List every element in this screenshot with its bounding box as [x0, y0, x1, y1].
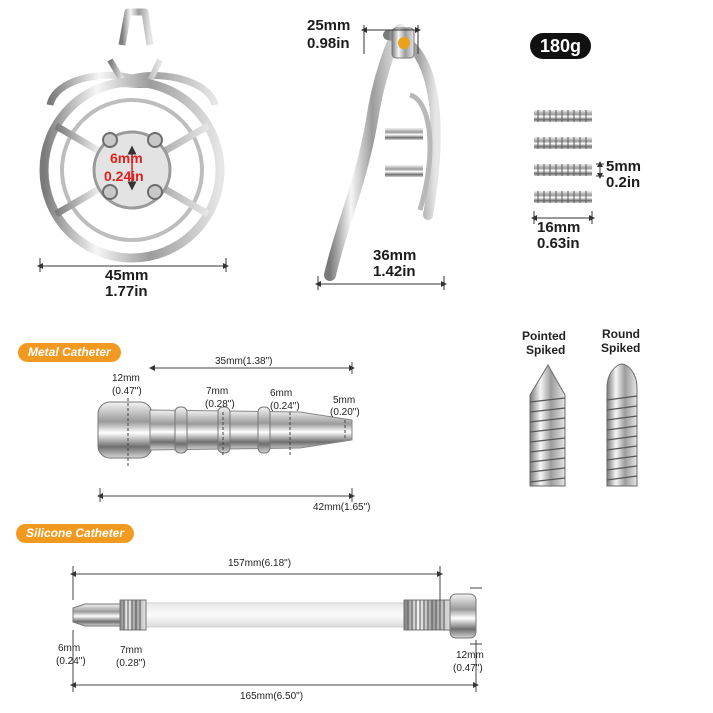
screw-length-mm: 16mm [537, 219, 581, 236]
silicone-catheter-tag: Silicone Catheter [16, 524, 135, 543]
metal-total-length: 42mm(1.65") [313, 502, 371, 513]
tips-view [529, 363, 638, 487]
silicone-head-diameter: 12mm [456, 650, 484, 661]
top-dimension-mm: 25mm [307, 17, 351, 34]
metal-body-diameter-in: (0.24") [270, 401, 300, 412]
silicone-inner-length: 157mm(6.18") [228, 558, 292, 569]
screw-pitch-in: 0.2in [606, 174, 641, 191]
silicone-tip-diameter-in: (0.24") [56, 656, 86, 667]
screw-length-in: 0.63in [537, 235, 580, 252]
screws-view [531, 110, 604, 224]
cage-width-mm: 45mm [105, 267, 149, 284]
silicone-head-diameter-in: (0.47") [453, 663, 483, 674]
metal-catheter-view [97, 362, 355, 502]
metal-body-diameter: 6mm [270, 388, 293, 399]
depth-dimension-mm: 36mm [373, 247, 417, 264]
metal-catheter-tag: Metal Catheter [18, 343, 121, 362]
depth-dimension-in: 1.42in [373, 263, 416, 280]
silicone-catheter-view [70, 566, 482, 692]
metal-inner-length: 35mm(1.38") [215, 356, 273, 367]
screw-pitch-mm: 5mm [606, 158, 642, 175]
metal-ring-diameter-in: (0.28") [205, 399, 235, 410]
hole-diameter-mm: 6mm [110, 150, 143, 166]
cage-width-in: 1.77in [105, 283, 148, 300]
silicone-thread-diameter: 7mm [120, 645, 143, 656]
silicone-tip-diameter: 6mm [58, 643, 81, 654]
pointed-tip-label-line2: Spiked [526, 343, 566, 357]
weight-badge: 180g [530, 33, 592, 59]
cage-front-view [37, 8, 229, 272]
pointed-tip-label-line1: Pointed [522, 329, 566, 343]
silicone-thread-diameter-in: (0.28") [116, 658, 146, 669]
metal-tip-diameter-in: (0.20") [330, 407, 360, 418]
metal-head-diameter: 12mm [112, 373, 140, 384]
metal-head-diameter-in: (0.47") [112, 386, 142, 397]
cage-side-view [315, 24, 447, 290]
top-dimension-in: 0.98in [307, 35, 350, 52]
metal-tip-diameter: 5mm [333, 395, 356, 406]
metal-ring-diameter: 7mm [206, 386, 229, 397]
silicone-total-length: 165mm(6.50") [240, 691, 304, 702]
hole-diameter-in: 0.24in [104, 168, 144, 184]
round-tip-label-line2: Spiked [601, 341, 641, 355]
round-tip-label-line1: Round [602, 327, 640, 341]
